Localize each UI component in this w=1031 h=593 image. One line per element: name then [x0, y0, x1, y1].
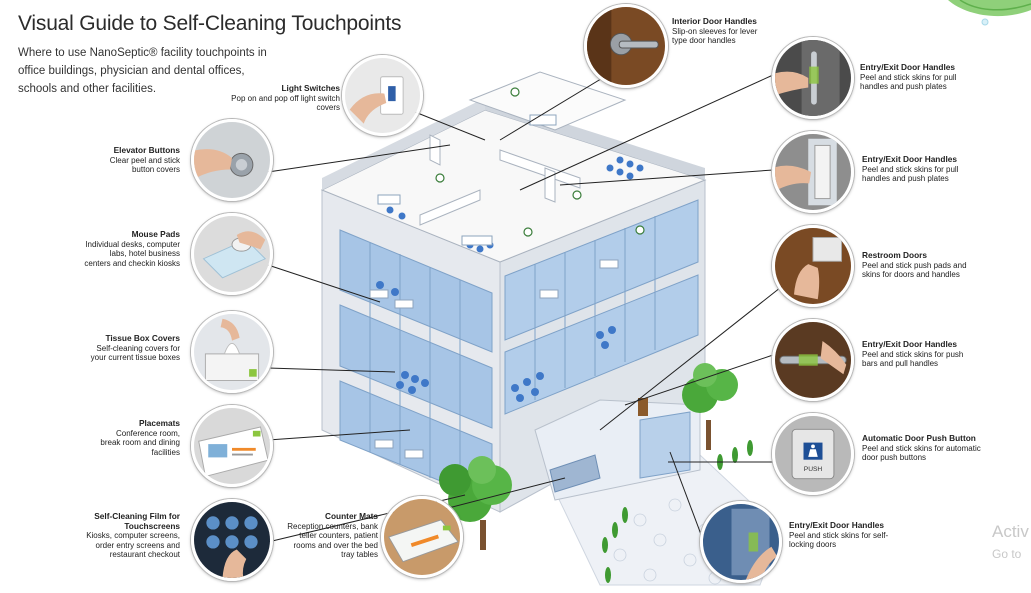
interior-door-title: Interior Door Handles: [672, 16, 757, 26]
reception-desk: [549, 454, 601, 493]
entry-exit-1-desc: Peel and stick skins for pull handles an…: [860, 72, 957, 92]
mouse-pads-title: Mouse Pads: [131, 229, 180, 239]
photo-entry-door-pull-1: [772, 37, 854, 119]
counter-mats-title: Counter Mats: [324, 511, 378, 521]
placemats-title: Placemats: [138, 418, 180, 428]
callout-interior-door: Interior Door Handles Slip-on sleeves fo…: [672, 16, 772, 46]
office-chairs: [376, 281, 616, 402]
top-floor-wall-left: [322, 98, 485, 190]
callout-tissue-box: Tissue Box Covers Self-cleaning covers f…: [82, 333, 180, 363]
callout-elevator-buttons: Elevator Buttons Clear peel and stick bu…: [90, 145, 180, 175]
callout-entry-exit-1: Entry/Exit Door Handles Peel and stick s…: [860, 62, 975, 92]
activation-watermark-line1: Activ: [992, 522, 1029, 541]
auto-door-title: Automatic Door Push Button: [862, 433, 976, 443]
callout-touchscreen-film: Self-Cleaning Film for Touchscreens Kios…: [80, 511, 180, 560]
interior-walls: [419, 134, 581, 226]
restroom-doors-desc: Peel and stick push pads and skins for d…: [862, 260, 967, 280]
callout-entry-exit-4: Entry/Exit Door Handles Peel and stick s…: [789, 520, 904, 550]
photo-automatic-door-button: PUSH: [772, 413, 854, 495]
light-switches-desc: Pop on and pop off light switch covers: [231, 93, 340, 113]
photo-restroom-door: [772, 225, 854, 307]
callout-entry-exit-3: Entry/Exit Door Handles Peel and stick s…: [862, 339, 977, 369]
rooftop-tables: [377, 114, 557, 246]
entry-exit-4-title: Entry/Exit Door Handles: [789, 520, 884, 530]
entry-exit-2-desc: Peel and stick skins for pull handles an…: [862, 164, 959, 184]
upper-room: [468, 71, 627, 131]
photo-tissue-box: [191, 311, 273, 393]
tree-right: [682, 363, 738, 450]
desks: [369, 259, 619, 459]
callout-counter-mats: Counter Mats Reception counters, bank te…: [286, 511, 378, 560]
elevator-buttons-title: Elevator Buttons: [113, 145, 180, 155]
photo-placemat: [191, 405, 273, 487]
photo-mouse-pad: [191, 213, 273, 295]
placemats-desc: Conference room, break room and dining f…: [100, 428, 180, 457]
photo-push-bar: [772, 319, 854, 401]
photo-entry-door-pull-2: [772, 131, 854, 213]
photo-light-switch: [342, 55, 423, 136]
restroom-doors-title: Restroom Doors: [862, 250, 928, 260]
light-switches-title: Light Switches: [281, 83, 340, 93]
film-desc: Kiosks, computer screens, order entry sc…: [86, 531, 180, 559]
shrubs: [602, 440, 753, 583]
callout-placemats: Placemats Conference room, break room an…: [98, 418, 180, 457]
mouse-pads-desc: Individual desks, computer labs, hotel b…: [84, 239, 180, 268]
leaf-decoration: [948, 0, 1031, 26]
interior-door-desc: Slip-on sleeves for lever type door hand…: [672, 26, 758, 46]
auto-door-desc: Peel and stick skins for automatic door …: [862, 443, 981, 463]
door-brown: [638, 398, 648, 416]
push-label: PUSH: [804, 466, 823, 473]
entry-exit-2-title: Entry/Exit Door Handles: [862, 154, 957, 164]
mullions: [369, 216, 656, 490]
photo-touchscreen-film: [191, 499, 273, 581]
film-title: Self-Cleaning Film for Touchscreens: [94, 511, 180, 531]
photo-counter-mat: [381, 496, 463, 578]
tissue-box-title: Tissue Box Covers: [105, 333, 180, 343]
counter-mats-desc: Reception counters, bank teller counters…: [287, 521, 378, 560]
callout-auto-door-button: Automatic Door Push Button Peel and stic…: [862, 433, 992, 463]
callout-light-switches: Light Switches Pop on and pop off light …: [230, 83, 340, 113]
entry-exit-1-title: Entry/Exit Door Handles: [860, 62, 955, 72]
photo-self-locking-door: [700, 501, 782, 583]
tissue-box-desc: Self-cleaning covers for your current ti…: [90, 343, 180, 363]
entrance-glass: [639, 411, 691, 479]
activation-watermark-line2: Go to: [992, 547, 1022, 561]
callout-mouse-pads: Mouse Pads Individual desks, computer la…: [82, 229, 180, 268]
tree-left: [439, 456, 512, 550]
photo-elevator-buttons: [191, 119, 273, 201]
photo-interior-door-handle: [584, 4, 668, 88]
elevator-buttons-desc: Clear peel and stick button covers: [109, 155, 180, 175]
page-subtitle: Where to use NanoSeptic® facility touchp…: [18, 47, 267, 95]
entry-exit-4-desc: Peel and stick skins for self-locking do…: [789, 530, 889, 550]
entry-exit-3-desc: Peel and stick skins for push bars and p…: [862, 349, 964, 369]
clocks: [435, 87, 645, 237]
callout-restroom-doors: Restroom Doors Peel and stick push pads …: [862, 250, 977, 280]
callout-entry-exit-2: Entry/Exit Door Handles Peel and stick s…: [862, 154, 977, 184]
page-title: Visual Guide to Self-Cleaning Touchpoint…: [18, 12, 402, 35]
entry-exit-3-title: Entry/Exit Door Handles: [862, 339, 957, 349]
